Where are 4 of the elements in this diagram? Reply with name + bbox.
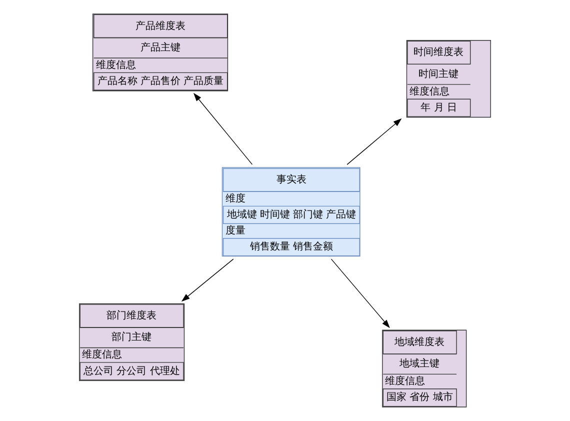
arrow — [330, 258, 390, 328]
arrow — [193, 92, 253, 165]
arrow — [181, 258, 234, 302]
arrow — [346, 118, 402, 165]
